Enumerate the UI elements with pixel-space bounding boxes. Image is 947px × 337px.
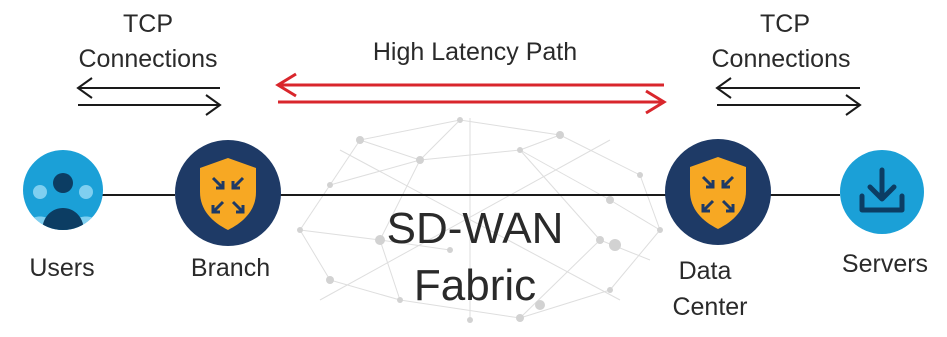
servers-label: Servers: [841, 250, 929, 278]
high-latency-arrows: [275, 72, 667, 115]
tcp-left-label-line2: Connections: [78, 45, 218, 73]
fabric-label-line2: Fabric: [413, 261, 537, 310]
tcp-right-label-line1: TCP: [760, 10, 810, 38]
tcp-left-label-line1: TCP: [123, 10, 173, 38]
tcp-right-arrows: [715, 77, 862, 116]
data-center-label-line1: Data: [678, 257, 732, 285]
high-latency-label: High Latency Path: [372, 38, 578, 66]
branch-label: Branch: [190, 254, 271, 282]
tcp-left-arrows: [76, 77, 222, 116]
tcp-right-label-line2: Connections: [711, 45, 851, 73]
data-center-label-line2: Center: [672, 293, 748, 321]
fabric-label-line1: SD-WAN: [386, 204, 564, 253]
users-label: Users: [29, 254, 95, 282]
